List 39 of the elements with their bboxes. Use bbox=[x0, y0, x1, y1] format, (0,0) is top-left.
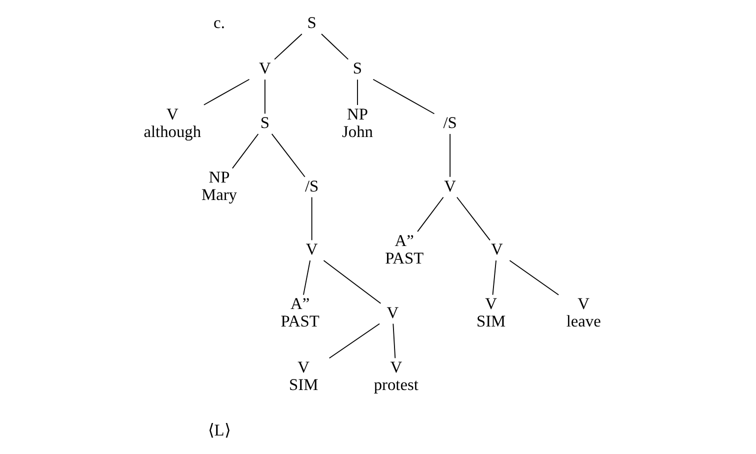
connector bbox=[311, 196, 312, 240]
connector bbox=[450, 133, 451, 177]
connector bbox=[271, 133, 306, 177]
node-text: NP John bbox=[342, 104, 373, 140]
node-text: V leave bbox=[566, 294, 601, 330]
node-text: S bbox=[352, 58, 362, 78]
connector bbox=[492, 260, 497, 295]
node-text: V SIM bbox=[476, 294, 506, 330]
connector bbox=[321, 33, 349, 60]
connector bbox=[509, 260, 560, 295]
connector bbox=[274, 33, 302, 60]
connector bbox=[264, 78, 266, 114]
node-text: A” PAST bbox=[385, 230, 424, 267]
node-text: V although bbox=[144, 104, 202, 140]
connector bbox=[372, 78, 435, 114]
node-text: NP Mary bbox=[201, 167, 238, 204]
node-text: V SIM bbox=[289, 356, 318, 394]
node-text: S bbox=[307, 12, 316, 32]
node-text: V protest bbox=[374, 356, 418, 394]
connector bbox=[417, 196, 444, 232]
node-text: V bbox=[306, 239, 318, 258]
connector bbox=[328, 322, 380, 358]
node-text: /S bbox=[443, 112, 457, 132]
connector bbox=[357, 78, 358, 105]
connector bbox=[323, 260, 382, 304]
node-text: A” PAST bbox=[280, 294, 320, 330]
connector bbox=[232, 133, 259, 168]
label: c. bbox=[214, 12, 225, 32]
label: ⟨L⟩ bbox=[208, 420, 230, 440]
connector bbox=[303, 260, 311, 295]
node-text: V bbox=[490, 239, 503, 258]
node-text: V bbox=[259, 58, 271, 78]
node-text: S bbox=[260, 112, 270, 132]
connector bbox=[392, 322, 396, 358]
node-text: V bbox=[386, 302, 399, 322]
node-text: /S bbox=[304, 176, 319, 195]
connector bbox=[456, 196, 490, 240]
node-text: V bbox=[444, 176, 456, 195]
connector bbox=[203, 78, 250, 105]
